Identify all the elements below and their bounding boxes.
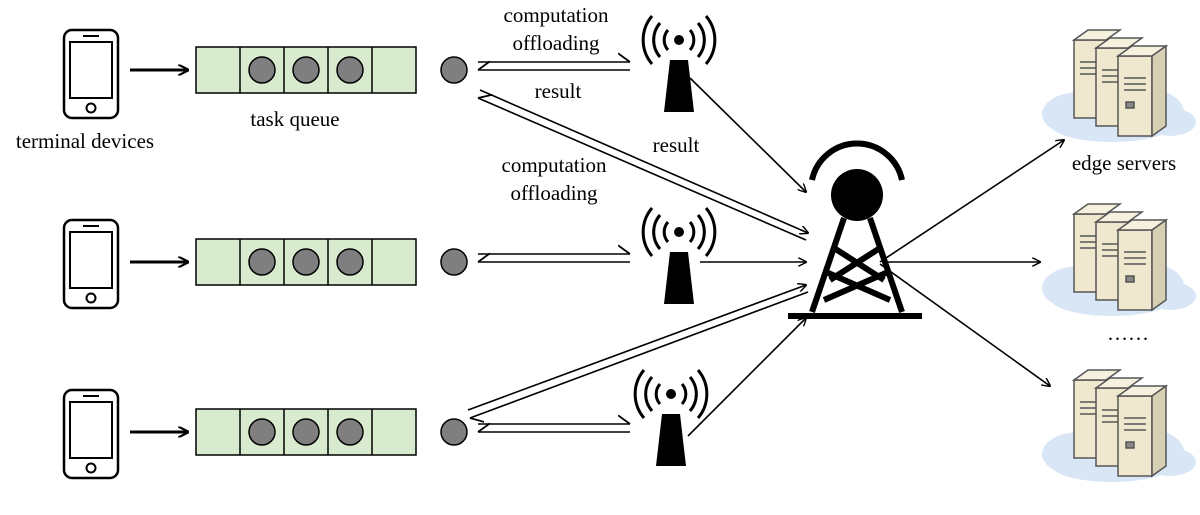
queued-task [336,418,364,446]
server-rack-icon [1071,203,1169,312]
queued-task [248,248,276,276]
task-queue [195,46,417,94]
result-label: result [535,79,582,103]
smartphone-icon [62,388,120,480]
queued-task [292,248,320,276]
dispatched-task [440,248,468,276]
dispatched-task [440,418,468,446]
queued-task [248,418,276,446]
edge-server-cluster [1042,29,1196,142]
base-station-tower-icon [788,140,922,319]
edge-servers-label: edge servers [1072,151,1176,175]
result-label: result [653,133,700,157]
server-rack-icon [1071,369,1169,478]
task-queue [195,238,417,286]
more-servers-ellipsis: …… [1107,321,1149,345]
computation-offloading-label: offloading [510,181,598,205]
computation-offloading-label: offloading [512,31,600,55]
queued-task [292,56,320,84]
offload-result-arrows [478,62,630,433]
direct-offload-arrows [467,89,808,418]
queued-task [248,56,276,84]
server-rack-icon [1071,29,1169,138]
queued-task [292,418,320,446]
antenna-icon [641,207,717,304]
computation-offloading-label: computation [502,153,607,177]
antenna-icon [633,369,709,466]
edge-server-cluster [1042,203,1196,316]
antenna-to-tower-arrows [687,77,806,437]
edge-server-cluster [1042,369,1196,482]
dispatched-task [440,56,468,84]
queued-task [336,248,364,276]
queued-task [336,56,364,84]
tower-to-server-arrows [879,140,1064,386]
smartphone-icon [62,28,120,120]
smartphone-icon [62,218,120,310]
terminal-devices-label: terminal devices [16,129,154,153]
antenna-icon [641,15,717,112]
computation-offloading-label: computation [504,3,609,27]
task-queue [195,408,417,456]
task-queue-label: task queue [250,107,339,131]
